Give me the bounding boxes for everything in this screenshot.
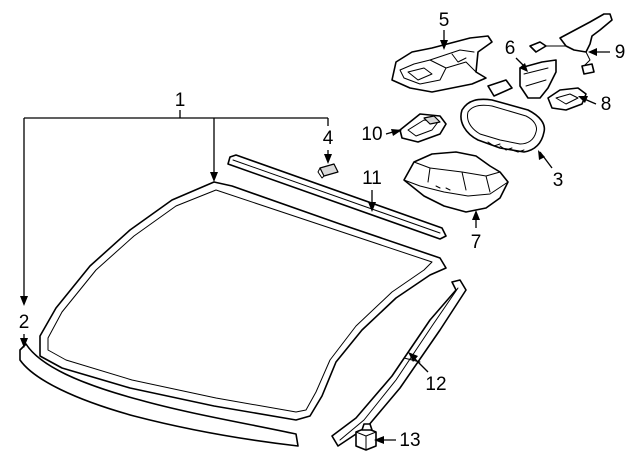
callout-6: 6 (505, 38, 516, 59)
windshield-lower-molding (19, 343, 299, 447)
arrowhead-7 (472, 210, 480, 220)
callout-5: 5 (439, 10, 450, 31)
arrowhead-8 (578, 96, 588, 103)
callout-12: 12 (425, 374, 446, 395)
callout-7: 7 (471, 232, 482, 253)
arrowhead-11 (368, 202, 376, 212)
arrowhead-2 (20, 338, 28, 348)
callout-9: 9 (615, 42, 626, 63)
callout-1: 1 (175, 90, 186, 111)
arrowhead-9 (588, 48, 597, 56)
mirror-trim-cover (403, 151, 509, 213)
sensor-cover (399, 113, 447, 143)
molding-clip (355, 423, 377, 451)
arrowhead-3 (538, 150, 545, 160)
rearview-mirror (460, 79, 546, 153)
arrowhead-12 (408, 352, 418, 362)
arrowhead-6 (519, 63, 528, 72)
callout-4: 4 (323, 128, 334, 149)
callout-2: 2 (19, 312, 30, 333)
arrowhead-5 (440, 40, 448, 50)
arrowhead-1a (210, 172, 218, 182)
callout-13: 13 (399, 430, 420, 451)
arrowhead-1b (20, 296, 28, 306)
callout-11: 11 (362, 168, 382, 189)
arrowhead-10 (391, 129, 402, 136)
callout-10: 10 (361, 124, 382, 145)
mirror-cover (519, 59, 557, 99)
windshield-upper-molding (227, 154, 447, 240)
mounting-bracket (391, 35, 493, 93)
arrowheads (20, 40, 597, 444)
arrowhead-4 (324, 154, 332, 164)
rain-sensor (547, 87, 587, 111)
arrowhead-13 (374, 436, 384, 444)
callout-3: 3 (553, 170, 564, 191)
callout-8: 8 (601, 94, 612, 115)
callout-labels: 1 2 3 4 5 6 7 8 9 10 11 12 13 (19, 10, 626, 451)
wiring-harness (529, 13, 613, 75)
rearview-mirror-bracket (317, 163, 339, 179)
windshield-glass (39, 181, 447, 421)
